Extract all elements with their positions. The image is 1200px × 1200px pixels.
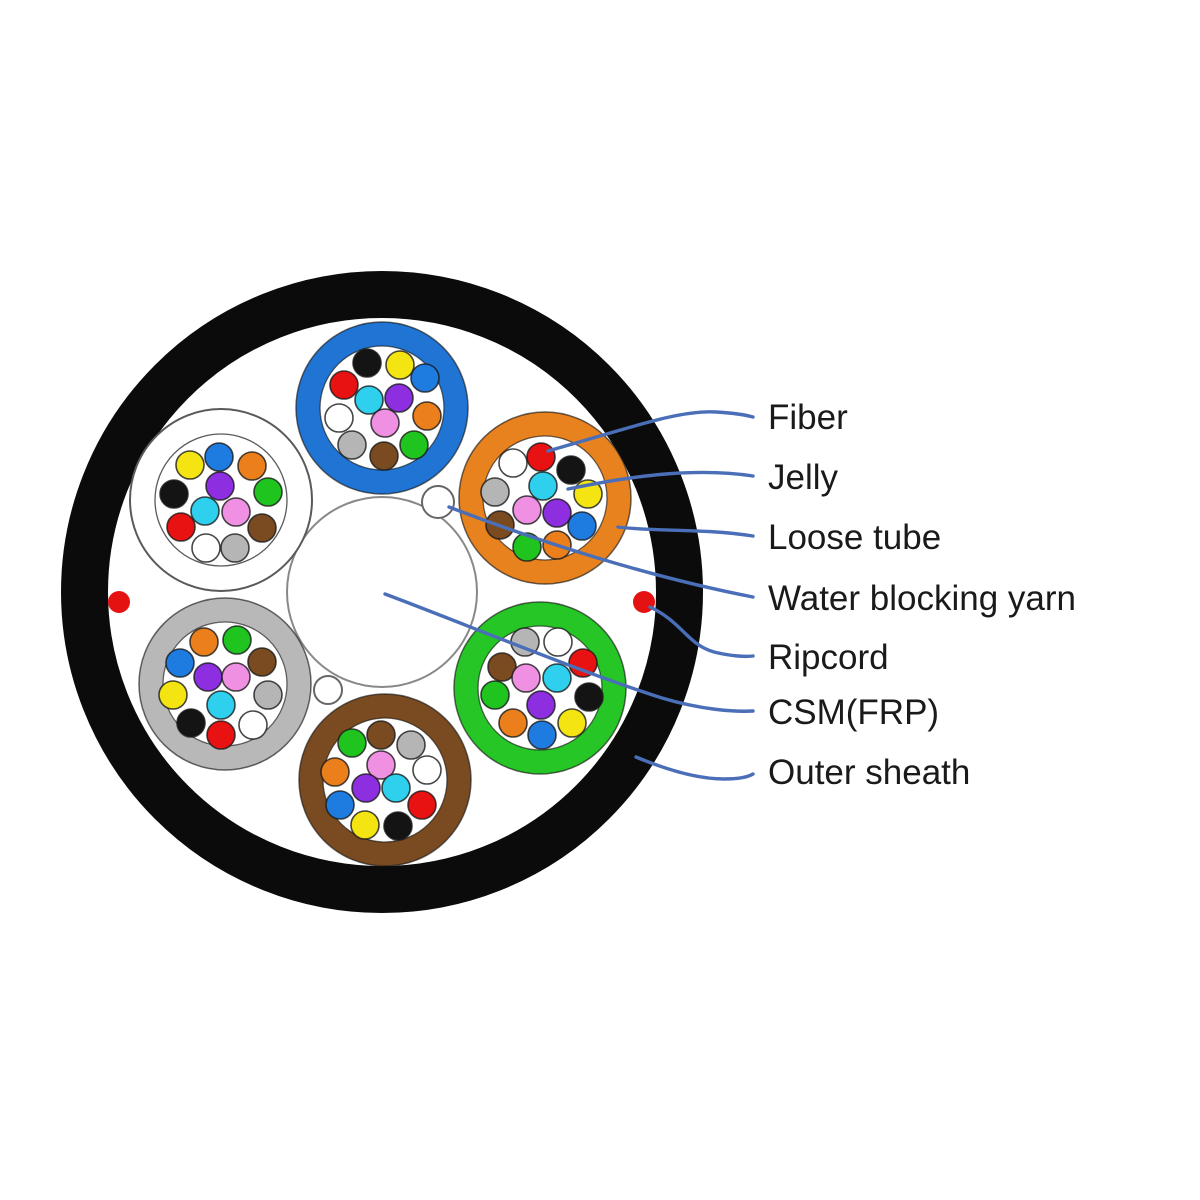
fiber-rose bbox=[366, 750, 396, 780]
fiber-yellow bbox=[158, 680, 188, 710]
fiber-orange bbox=[189, 627, 219, 657]
fiber-orange bbox=[498, 708, 528, 738]
leader-line-fiber bbox=[546, 410, 755, 453]
fiber-white bbox=[191, 533, 221, 563]
fiber-violet bbox=[542, 498, 572, 528]
water-blocking-yarn-circle bbox=[313, 675, 343, 705]
fiber-orange bbox=[237, 451, 267, 481]
fiber-red bbox=[407, 790, 437, 820]
fiber-blue bbox=[325, 790, 355, 820]
fiber-yellow bbox=[175, 450, 205, 480]
leader-line-jelly bbox=[566, 470, 755, 491]
label-csm-frp: CSM(FRP) bbox=[768, 693, 939, 732]
fiber-blue bbox=[567, 511, 597, 541]
fiber-green bbox=[399, 430, 429, 460]
fiber-violet bbox=[193, 662, 223, 692]
leader-line-csm-frp bbox=[383, 592, 755, 713]
fiber-orange bbox=[412, 401, 442, 431]
gray-tube bbox=[138, 597, 312, 771]
label-jelly: Jelly bbox=[768, 458, 839, 497]
fiber-green bbox=[337, 728, 367, 758]
fiber-rose bbox=[512, 495, 542, 525]
fiber-red bbox=[568, 648, 598, 678]
fiber-violet bbox=[205, 471, 235, 501]
fiber-brown bbox=[247, 647, 277, 677]
fiber-violet bbox=[384, 383, 414, 413]
fiber-white bbox=[238, 710, 268, 740]
fiber-gray bbox=[253, 680, 283, 710]
fiber-aqua bbox=[542, 663, 572, 693]
brown-tube bbox=[298, 693, 472, 867]
csm-frp-circle bbox=[286, 496, 478, 688]
fiber-rose bbox=[511, 663, 541, 693]
fiber-black bbox=[556, 455, 586, 485]
fiber-rose bbox=[221, 497, 251, 527]
fiber-white bbox=[543, 627, 573, 657]
fiber-white bbox=[324, 403, 354, 433]
fiber-orange bbox=[320, 757, 350, 787]
fiber-black bbox=[176, 708, 206, 738]
fiber-blue bbox=[165, 648, 195, 678]
fiber-violet bbox=[526, 690, 556, 720]
fiber-black bbox=[352, 348, 382, 378]
fiber-black bbox=[159, 479, 189, 509]
fiber-red bbox=[206, 720, 236, 750]
label-ripcord: Ripcord bbox=[768, 638, 889, 677]
orange-tube bbox=[458, 411, 632, 585]
fiber-violet bbox=[351, 773, 381, 803]
leader-line-loose-tube bbox=[616, 525, 755, 538]
fiber-gray bbox=[396, 730, 426, 760]
fiber-aqua bbox=[528, 471, 558, 501]
fiber-yellow bbox=[385, 350, 415, 380]
label-fiber: Fiber bbox=[768, 398, 848, 437]
leader-line-ripcord bbox=[648, 605, 755, 659]
ripcord-dot bbox=[108, 591, 130, 613]
fiber-green bbox=[222, 625, 252, 655]
leader-line-water-blocking-yarn bbox=[447, 505, 755, 599]
fiber-brown bbox=[487, 652, 517, 682]
fiber-red bbox=[166, 512, 196, 542]
fiber-brown bbox=[366, 720, 396, 750]
fiber-aqua bbox=[190, 496, 220, 526]
blue-tube bbox=[295, 321, 469, 495]
fiber-rose bbox=[221, 662, 251, 692]
fiber-yellow bbox=[350, 810, 380, 840]
fiber-gray bbox=[337, 430, 367, 460]
leader-line-outer-sheath bbox=[634, 755, 755, 781]
fiber-white bbox=[412, 755, 442, 785]
label-outer-sheath: Outer sheath bbox=[768, 753, 970, 792]
fiber-gray bbox=[480, 477, 510, 507]
fiber-black bbox=[383, 811, 413, 841]
fiber-white bbox=[498, 448, 528, 478]
fiber-brown bbox=[369, 441, 399, 471]
outer-sheath-ring bbox=[61, 271, 703, 913]
fiber-green bbox=[480, 680, 510, 710]
fiber-aqua bbox=[354, 385, 384, 415]
fiber-gray bbox=[220, 533, 250, 563]
fiber-black bbox=[574, 682, 604, 712]
fiber-green bbox=[253, 477, 283, 507]
fiber-red bbox=[526, 442, 556, 472]
fiber-red bbox=[329, 370, 359, 400]
label-water-blocking-yarn: Water blocking yarn bbox=[768, 579, 1076, 618]
fiber-green bbox=[512, 532, 542, 562]
fiber-brown bbox=[247, 513, 277, 543]
water-blocking-yarn-circle bbox=[421, 485, 455, 519]
fiber-blue bbox=[204, 442, 234, 472]
green-tube bbox=[453, 601, 627, 775]
fiber-rose bbox=[370, 408, 400, 438]
fiber-blue bbox=[527, 720, 557, 750]
label-loose-tube: Loose tube bbox=[768, 518, 941, 557]
fiber-yellow bbox=[557, 708, 587, 738]
fiber-aqua bbox=[206, 690, 236, 720]
white-tube bbox=[129, 408, 313, 592]
fiber-aqua bbox=[381, 773, 411, 803]
fiber-blue bbox=[410, 363, 440, 393]
